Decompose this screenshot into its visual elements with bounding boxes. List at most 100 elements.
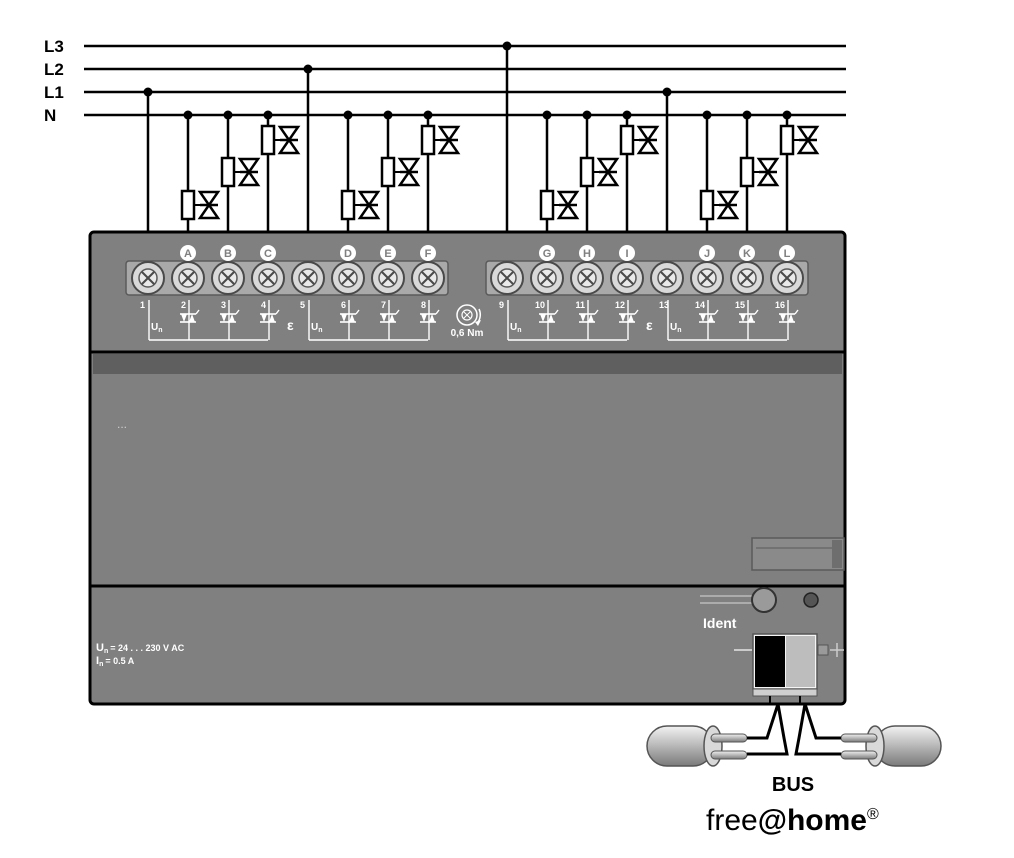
device-label-strip (93, 354, 842, 374)
terminal-screw (291, 261, 325, 295)
output-symbols (180, 309, 799, 323)
bus-cable-right (840, 725, 942, 767)
terminal-number: 2 (181, 300, 186, 310)
triac-icon (220, 309, 240, 323)
torque-icon (456, 304, 482, 326)
terminal-screw (211, 261, 245, 295)
terminal-number: 5 (300, 300, 305, 310)
terminal-number: 10 (535, 300, 545, 310)
ident-label: Ident (703, 615, 737, 631)
triac-icon (619, 309, 639, 323)
channel-badge (180, 245, 196, 261)
triac-icon (180, 309, 200, 323)
channel-letter: I (625, 248, 628, 260)
rating-label: Un= 24 . . . 230 V AC In= 0.5 A (96, 642, 185, 668)
channel-badge (579, 245, 595, 261)
terminal-number: 4 (261, 300, 266, 310)
load-valve-icon (220, 156, 261, 188)
channel-letter: J (704, 248, 710, 260)
channel-badge (539, 245, 555, 261)
load-valve-icon (539, 189, 580, 221)
terminal-number: 11 (575, 300, 585, 310)
terminal-number: 1 (140, 300, 145, 310)
terminal-screw (650, 261, 684, 295)
torque-label: 0,6 Nm (451, 328, 484, 339)
bus-cables (646, 696, 942, 767)
triac-icon (420, 309, 440, 323)
channel-letter: E (384, 248, 391, 260)
terminal-screw (331, 261, 365, 295)
triac-icon (539, 309, 559, 323)
triac-icon (380, 309, 400, 323)
terminal-screw (411, 261, 445, 295)
group-separator-icon: ε (646, 317, 653, 333)
channel-letter: A (184, 248, 192, 260)
terminal-number: 14 (695, 300, 705, 310)
terminal-block-right (485, 260, 809, 296)
bus-label: BUS (772, 774, 814, 796)
un-label: Un (510, 322, 522, 334)
bus-cable-left (646, 725, 748, 767)
triac-icon (340, 309, 360, 323)
channel-letter: K (743, 248, 751, 260)
terminal-screw (490, 261, 524, 295)
channel-letter: B (224, 248, 232, 260)
device-housing (88, 230, 847, 706)
load-valve-icon (739, 156, 780, 188)
un-label: Un (151, 322, 163, 334)
channel-badge (420, 245, 436, 261)
channel-badge (619, 245, 635, 261)
load-valve-icon (380, 156, 421, 188)
load-valve-icon (619, 124, 660, 156)
channel-badge (260, 245, 276, 261)
terminal-screw (171, 261, 205, 295)
terminal-screw (770, 261, 804, 295)
un-label: Un (311, 322, 323, 334)
triac-icon (579, 309, 599, 323)
load-valve-icon (180, 189, 221, 221)
load-valve-icon (779, 124, 820, 156)
channel-letter: L (784, 248, 791, 260)
terminal-screw (530, 261, 564, 295)
device-dots: ... (117, 417, 127, 431)
channel-badge (380, 245, 396, 261)
line-label-l1: L1 (44, 83, 64, 102)
terminal-screw (690, 261, 724, 295)
terminal-screw (730, 261, 764, 295)
terminal-number: 12 (615, 300, 625, 310)
channel-badge (220, 245, 236, 261)
group-separator-icon: ε (287, 317, 294, 333)
load-symbols (180, 124, 820, 221)
terminal-block-left (125, 260, 449, 296)
svg-text:Un= 24 . . . 230 V AC: Un= 24 . . . 230 V AC (96, 642, 185, 655)
channel-letter: G (543, 248, 552, 260)
terminal-number: 13 (659, 300, 669, 310)
triac-icon (739, 309, 759, 323)
channel-letter: C (264, 248, 272, 260)
ident-button (751, 587, 777, 613)
terminal-number: 9 (499, 300, 504, 310)
channel-badge (340, 245, 356, 261)
channel-letter: D (344, 248, 352, 260)
line-label-n: N (44, 106, 56, 125)
brand-logo: free@home® (706, 804, 879, 837)
terminal-number: 8 (421, 300, 426, 310)
terminal-number: 16 (775, 300, 785, 310)
triac-icon (779, 309, 799, 323)
channel-badge (739, 245, 755, 261)
channel-letter: F (425, 248, 432, 260)
terminal-number: 3 (221, 300, 226, 310)
load-valve-icon (699, 189, 740, 221)
terminal-number: 7 (381, 300, 386, 310)
status-led (803, 592, 819, 608)
line-label-l2: L2 (44, 60, 64, 79)
triac-icon (699, 309, 719, 323)
terminal-screw (610, 261, 644, 295)
triac-icon (260, 309, 280, 323)
load-valve-icon (420, 124, 461, 156)
terminal-number: 6 (341, 300, 346, 310)
terminal-screw (371, 261, 405, 295)
load-valve-icon (260, 124, 301, 156)
